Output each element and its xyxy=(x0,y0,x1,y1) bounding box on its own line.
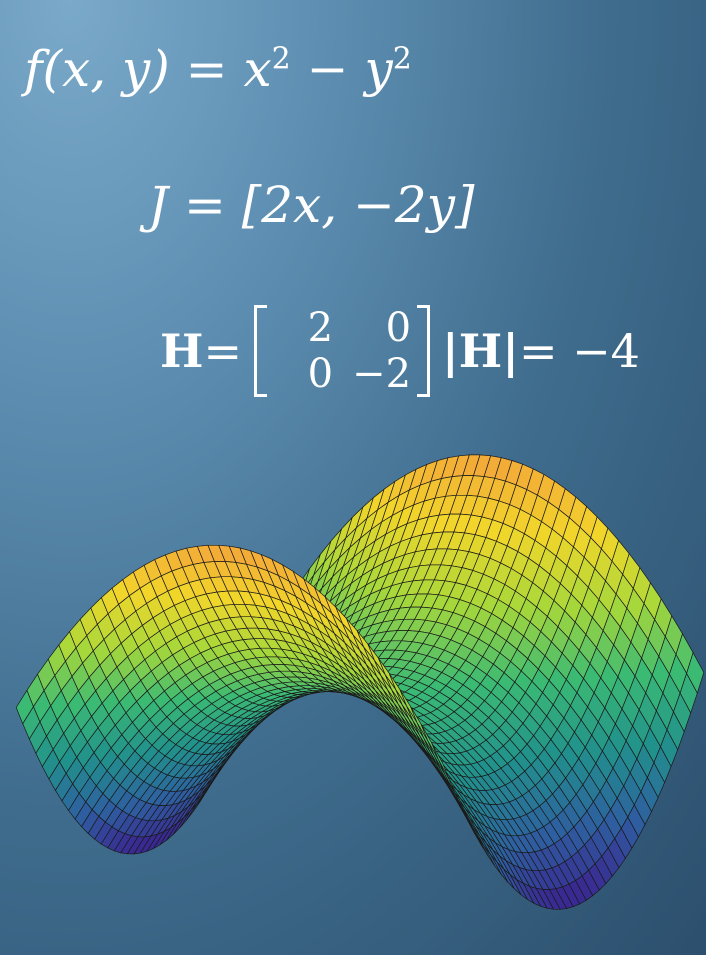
matrix-cell: −2 xyxy=(352,351,412,397)
function-equation: f(x, y) = x2 − y2 xyxy=(24,40,412,98)
hessian-matrix: 2 0 0 −2 xyxy=(254,305,431,397)
hessian-equals: = xyxy=(203,324,243,378)
jacobian-equation: J = [2x, −2y] xyxy=(148,176,475,234)
hessian-equation: H = 2 0 0 −2 |H| = −4 xyxy=(160,305,640,397)
saddle-surface-plot xyxy=(15,454,705,910)
matrix-left-bracket xyxy=(254,305,268,397)
hessian-symbol: H xyxy=(160,324,204,378)
surface-facet xyxy=(431,742,450,780)
matrix-grid: 2 0 0 −2 xyxy=(267,305,417,397)
function-y: y xyxy=(364,40,393,98)
surface-facet xyxy=(15,689,34,725)
function-x: x xyxy=(243,40,272,98)
matrix-cell: 0 xyxy=(385,305,412,351)
determinant-label: |H| xyxy=(442,324,519,378)
function-y-exponent: 2 xyxy=(392,41,412,77)
function-lhs: f(x, y) = xyxy=(24,40,228,98)
function-minus: − xyxy=(290,40,365,98)
function-x-exponent: 2 xyxy=(271,41,291,77)
matrix-right-bracket xyxy=(417,305,431,397)
matrix-cell: 2 xyxy=(307,305,334,351)
matrix-cell: 0 xyxy=(307,351,334,397)
determinant-value: = −4 xyxy=(518,324,640,378)
